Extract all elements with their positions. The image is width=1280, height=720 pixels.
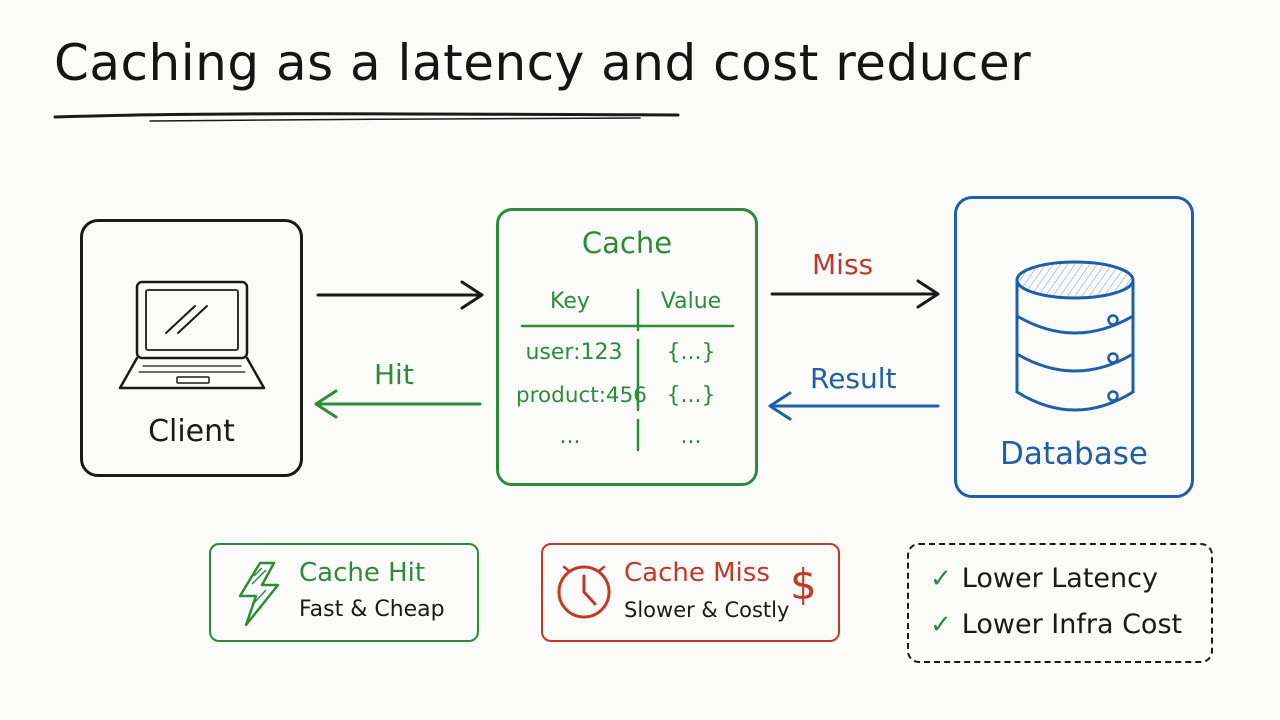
hit-edge-label: Hit — [374, 358, 414, 391]
cache-table-value: ... — [680, 424, 702, 449]
clock-icon — [557, 565, 611, 619]
laptop-icon — [118, 280, 266, 390]
cache-node — [496, 208, 758, 486]
legend-hit-subtitle: Fast & Cheap — [299, 597, 445, 622]
hit-arrow — [314, 389, 482, 419]
cache-table-key: product:456 — [516, 383, 647, 408]
cache-table-key: user:123 — [525, 340, 623, 365]
result-arrow — [768, 391, 940, 421]
legend-cache-miss — [541, 543, 840, 642]
miss-edge-label: Miss — [812, 248, 874, 281]
client-label: Client — [148, 414, 235, 449]
cache-table-grid — [520, 288, 735, 452]
legend-miss-subtitle: Slower & Costly — [624, 598, 790, 622]
benefit-item: ✓ Lower Infra Cost — [930, 609, 1182, 640]
benefit-label: Lower Latency — [961, 563, 1158, 594]
cache-table-header-key: Key — [550, 289, 590, 314]
cache-table-header-value: Value — [660, 289, 722, 314]
legend-hit-title: Cache Hit — [299, 558, 426, 588]
cache-table-key: ... — [559, 424, 581, 449]
page-title: Caching as a latency and cost reducer — [54, 34, 1032, 92]
client-node — [80, 219, 303, 477]
title-underline-2 — [149, 117, 641, 122]
benefit-item: ✓ Lower Latency — [930, 563, 1158, 594]
legend-benefits — [907, 543, 1213, 663]
legend-miss-title: Cache Miss — [624, 558, 770, 588]
cache-title: Cache — [581, 226, 673, 260]
checkmark-icon: ✓ — [930, 564, 952, 594]
dollar-icon: $ — [790, 560, 817, 609]
request-arrow — [316, 280, 484, 310]
database-node — [954, 196, 1194, 498]
cache-table-value: {...} — [666, 383, 716, 408]
title-underline — [53, 112, 680, 119]
cache-table-value: {...} — [666, 340, 716, 365]
miss-arrow — [770, 279, 940, 309]
database-label: Database — [1000, 436, 1148, 472]
lightning-icon — [238, 561, 280, 627]
database-icon — [1015, 260, 1135, 412]
legend-cache-hit — [209, 543, 479, 642]
benefit-label: Lower Infra Cost — [961, 609, 1183, 640]
result-edge-label: Result — [810, 362, 897, 395]
checkmark-icon: ✓ — [930, 610, 952, 640]
